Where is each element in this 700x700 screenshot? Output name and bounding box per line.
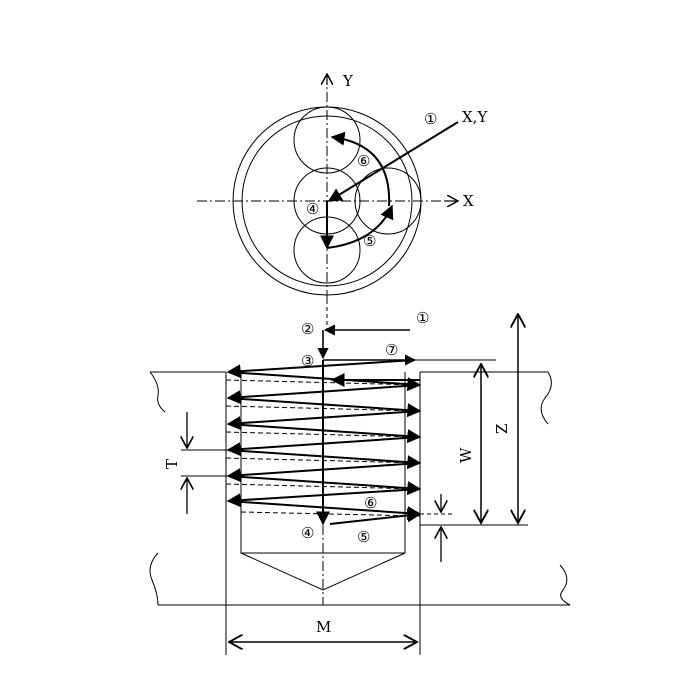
tool-circle-top	[293, 106, 361, 174]
helix-start	[226, 359, 416, 379]
top-step-1-label: ①	[424, 110, 437, 128]
inner-circle	[241, 115, 413, 287]
tool-circle-right	[354, 167, 422, 235]
top-step-4-label: ④	[306, 200, 319, 218]
workpiece-break-left-bottom	[149, 552, 159, 606]
top-step-6-label: ⑥	[357, 152, 370, 170]
workpiece-break-right-bottom	[559, 564, 571, 606]
drill-tip	[240, 372, 406, 591]
section-step-4-label: ④	[301, 524, 314, 542]
section-step-6-label: ⑥	[364, 494, 377, 512]
top-view: Y X ① X,Y ⑥ ④ ⑤	[197, 72, 488, 300]
m-label: M	[316, 618, 331, 636]
top-step-5-label: ⑤	[363, 232, 376, 250]
section-step-5-label: ⑤	[357, 528, 370, 546]
path-step-5-arc	[326, 204, 394, 249]
path-step-1-xy	[327, 121, 459, 202]
x-axis-label: X	[463, 192, 474, 210]
section-view: ① ② ③ ⑦ ⑥ ④ ⑤ Z W T M	[149, 300, 571, 655]
workpiece-break-right-top	[540, 371, 552, 425]
section-step-1-label: ①	[416, 309, 429, 327]
z-label: Z	[493, 424, 511, 434]
y-axis-label: Y	[342, 72, 354, 90]
path-step-6-arc	[330, 131, 391, 207]
section-step-2-label: ②	[301, 320, 314, 338]
t-label: T	[163, 459, 181, 469]
helix-step-5	[329, 508, 422, 525]
section-step-3-label: ③	[301, 352, 314, 370]
xy-label: X,Y	[462, 108, 488, 126]
workpiece-break-left-top	[149, 371, 166, 413]
w-label: W	[457, 447, 475, 463]
section-step-7-label: ⑦	[385, 341, 398, 359]
